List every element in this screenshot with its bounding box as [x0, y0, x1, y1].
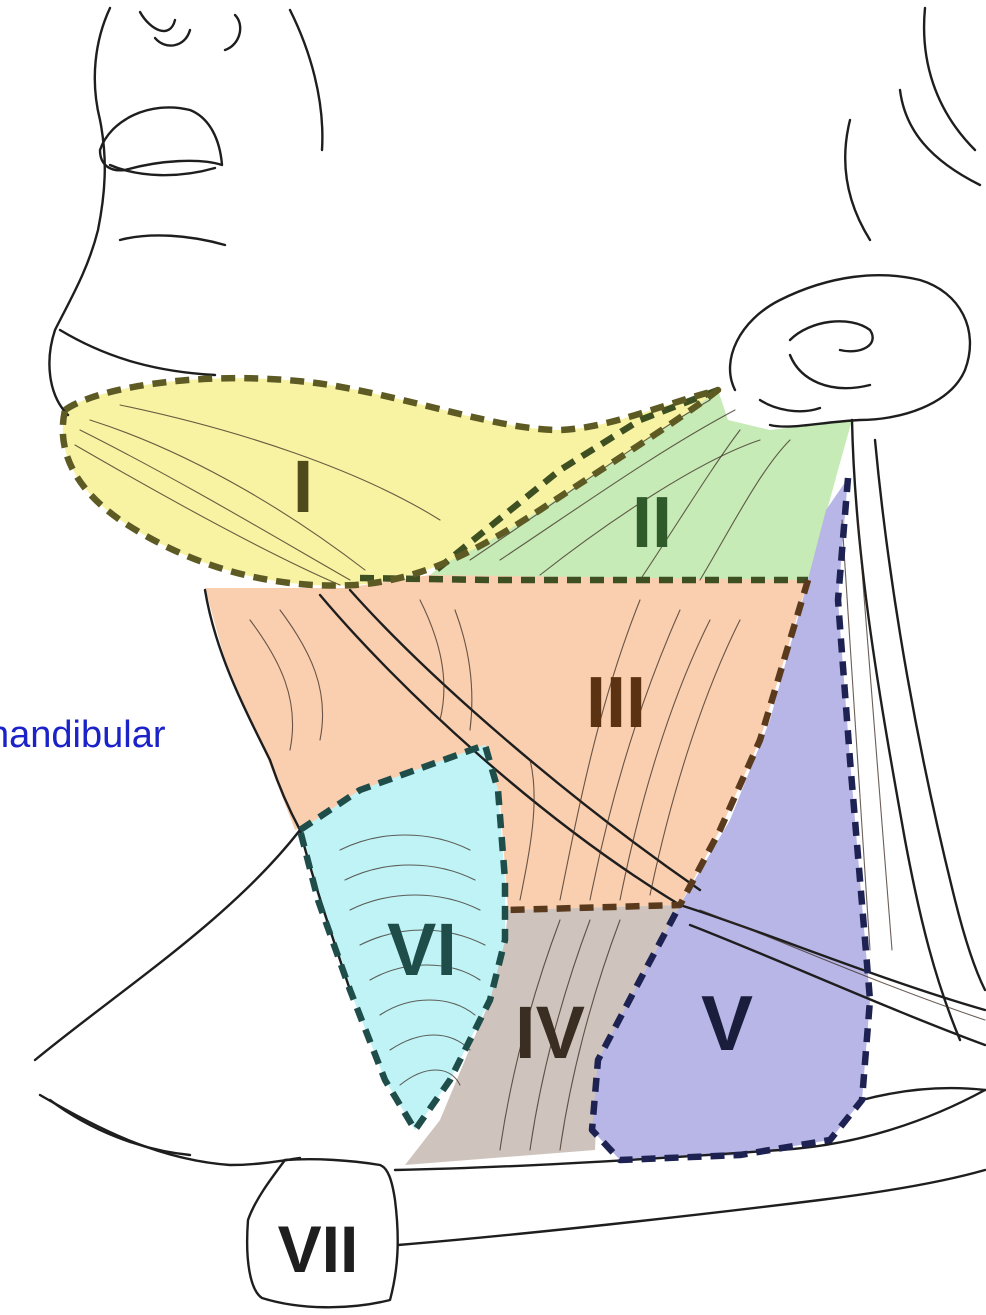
label-level-2: II: [632, 483, 672, 563]
label-level-1: I: [293, 445, 314, 528]
label-level-6: VI: [387, 908, 457, 991]
label-level-3: III: [586, 663, 646, 743]
label-level-4: IV: [515, 991, 585, 1074]
label-level-5: V: [701, 979, 753, 1067]
mandibular-label: nandibular: [0, 714, 165, 757]
label-level-7: VII: [278, 1212, 359, 1286]
